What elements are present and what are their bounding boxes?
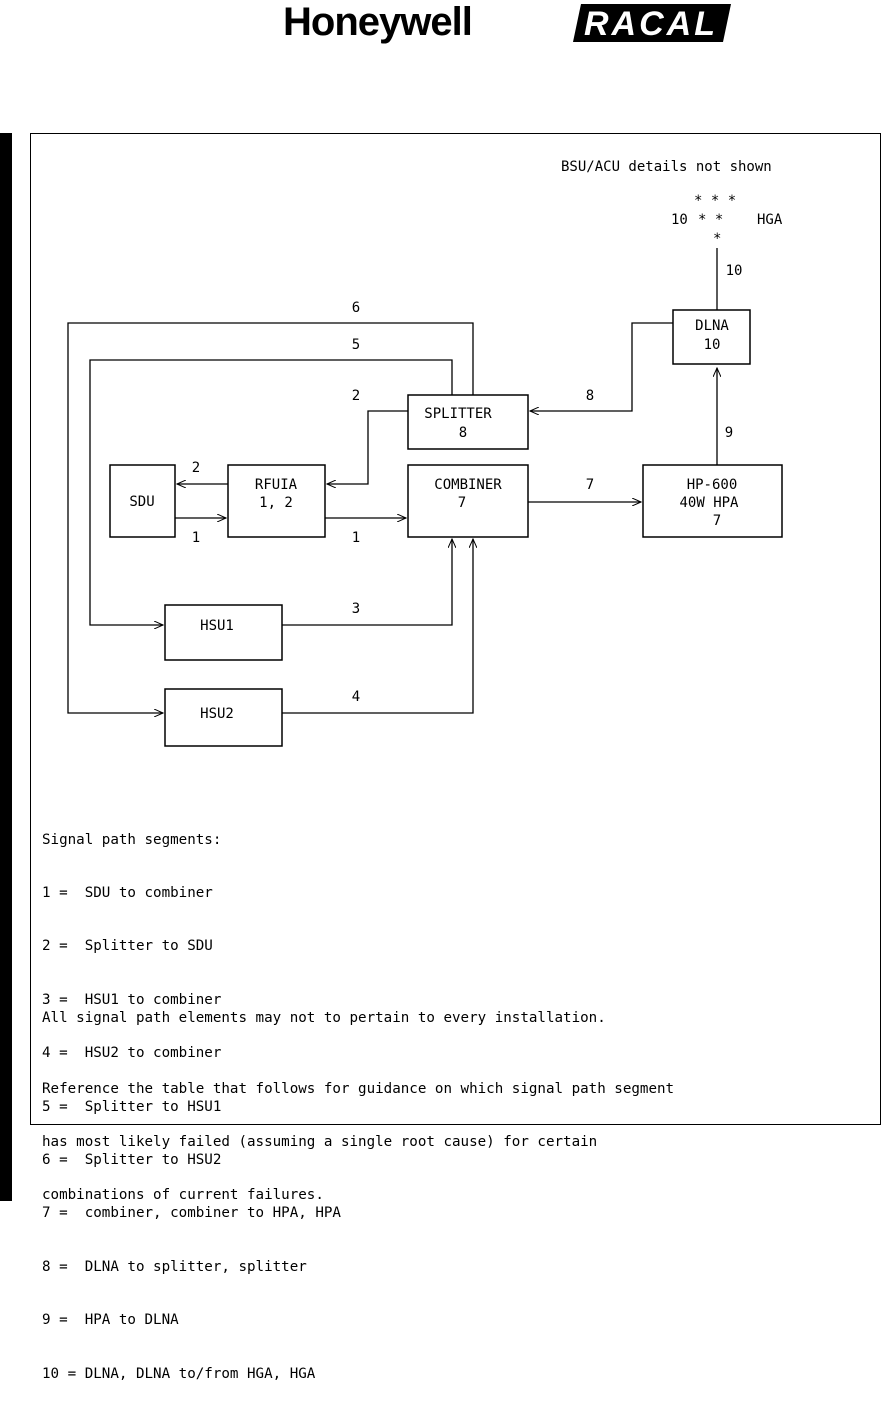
sdu-box: [109, 464, 176, 538]
hpa-model-label: HP-600: [687, 477, 738, 493]
segment-label-9: 9: [725, 425, 733, 441]
antenna-star-bottom: *: [713, 231, 721, 247]
dlna-label: DLNA: [695, 318, 729, 334]
antenna-number: 10: [671, 212, 688, 228]
splitter-number: 8: [459, 425, 467, 441]
segment-6-line: [67, 322, 474, 713]
reference-note-line: has most likely failed (assuming a singl…: [42, 1133, 598, 1150]
rfuia-label: RFUIA: [255, 477, 298, 493]
splitter-label: SPLITTER: [424, 406, 492, 422]
signal-path-diagram: BSU/ACU details not shown * * * 10 * * H…: [67, 159, 783, 747]
details-note: BSU/ACU details not shown: [561, 159, 772, 175]
dlna-box: [672, 309, 751, 365]
reference-note-line: Reference the table that follows for gui…: [42, 1080, 675, 1097]
hpa-number: 7: [713, 513, 721, 529]
rfuia-number: 1, 2: [259, 495, 293, 511]
segment-label-7: 7: [586, 477, 594, 493]
legend-item: 6 = Splitter to HSU2: [42, 1151, 222, 1168]
rfuia-box: [227, 464, 326, 538]
hsu2-box: [164, 688, 283, 747]
antenna-stars-top: * * *: [694, 193, 736, 209]
sdu-label: SDU: [129, 494, 154, 510]
legend-item: 1 = SDU to combiner: [42, 884, 213, 901]
segment-label-1-left: 1: [192, 530, 200, 546]
segment-label-2-left: 2: [192, 460, 200, 476]
reference-note: Reference the table that follows for gui…: [42, 1045, 674, 1223]
segment-label-5: 5: [352, 337, 360, 353]
segment-label-2-right: 2: [352, 388, 360, 404]
segment-5-line: [89, 359, 453, 625]
segment-2-right-line: [327, 410, 408, 484]
segment-8-line: [530, 322, 673, 411]
hsu1-box: [164, 604, 283, 661]
segment-label-6: 6: [352, 300, 360, 316]
splitter-box: [407, 394, 529, 450]
hpa-label: 40W HPA: [679, 495, 739, 511]
legend-item: 3 = HSU1 to combiner: [42, 991, 222, 1008]
reference-note-line: combinations of current failures.: [42, 1187, 324, 1204]
legend-item: 2 = Splitter to SDU: [42, 938, 213, 955]
antenna-hga-label: HGA: [757, 212, 783, 228]
dlna-number: 10: [704, 337, 721, 353]
legend-title: Signal path segments:: [42, 831, 222, 848]
hsu1-label: HSU1: [200, 618, 234, 634]
legend-item: 5 = Splitter to HSU1: [42, 1098, 222, 1115]
legend-item: 8 = DLNA to splitter, splitter: [42, 1258, 307, 1275]
segment-label-1-right: 1: [352, 530, 360, 546]
combiner-label: COMBINER: [434, 477, 502, 493]
hpa-box: [642, 464, 783, 538]
diagram-frame: [30, 133, 881, 1125]
hsu2-label: HSU2: [200, 706, 234, 722]
antenna-stars-mid: * *: [698, 212, 723, 228]
installation-note: All signal path elements may not to pert…: [42, 1010, 606, 1026]
honeywell-logo: Honeywell: [283, 0, 473, 44]
combiner-number: 7: [458, 495, 466, 511]
left-margin-bar: [0, 133, 12, 1201]
racal-logo: RACAL: [573, 4, 731, 43]
segment-label-3: 3: [352, 601, 360, 617]
legend-item: 9 = HPA to DLNA: [42, 1312, 179, 1329]
segment-3-line: [282, 539, 452, 626]
racal-logo-text: RACAL: [584, 5, 718, 43]
combiner-box: [407, 464, 529, 538]
segment-4-line: [282, 539, 473, 714]
segment-label-8: 8: [586, 388, 594, 404]
segment-label-4: 4: [352, 689, 360, 705]
legend-item: 4 = HSU2 to combiner: [42, 1045, 222, 1062]
segment-label-10: 10: [726, 263, 743, 279]
legend-item: 10 = DLNA, DLNA to/from HGA, HGA: [42, 1365, 316, 1382]
